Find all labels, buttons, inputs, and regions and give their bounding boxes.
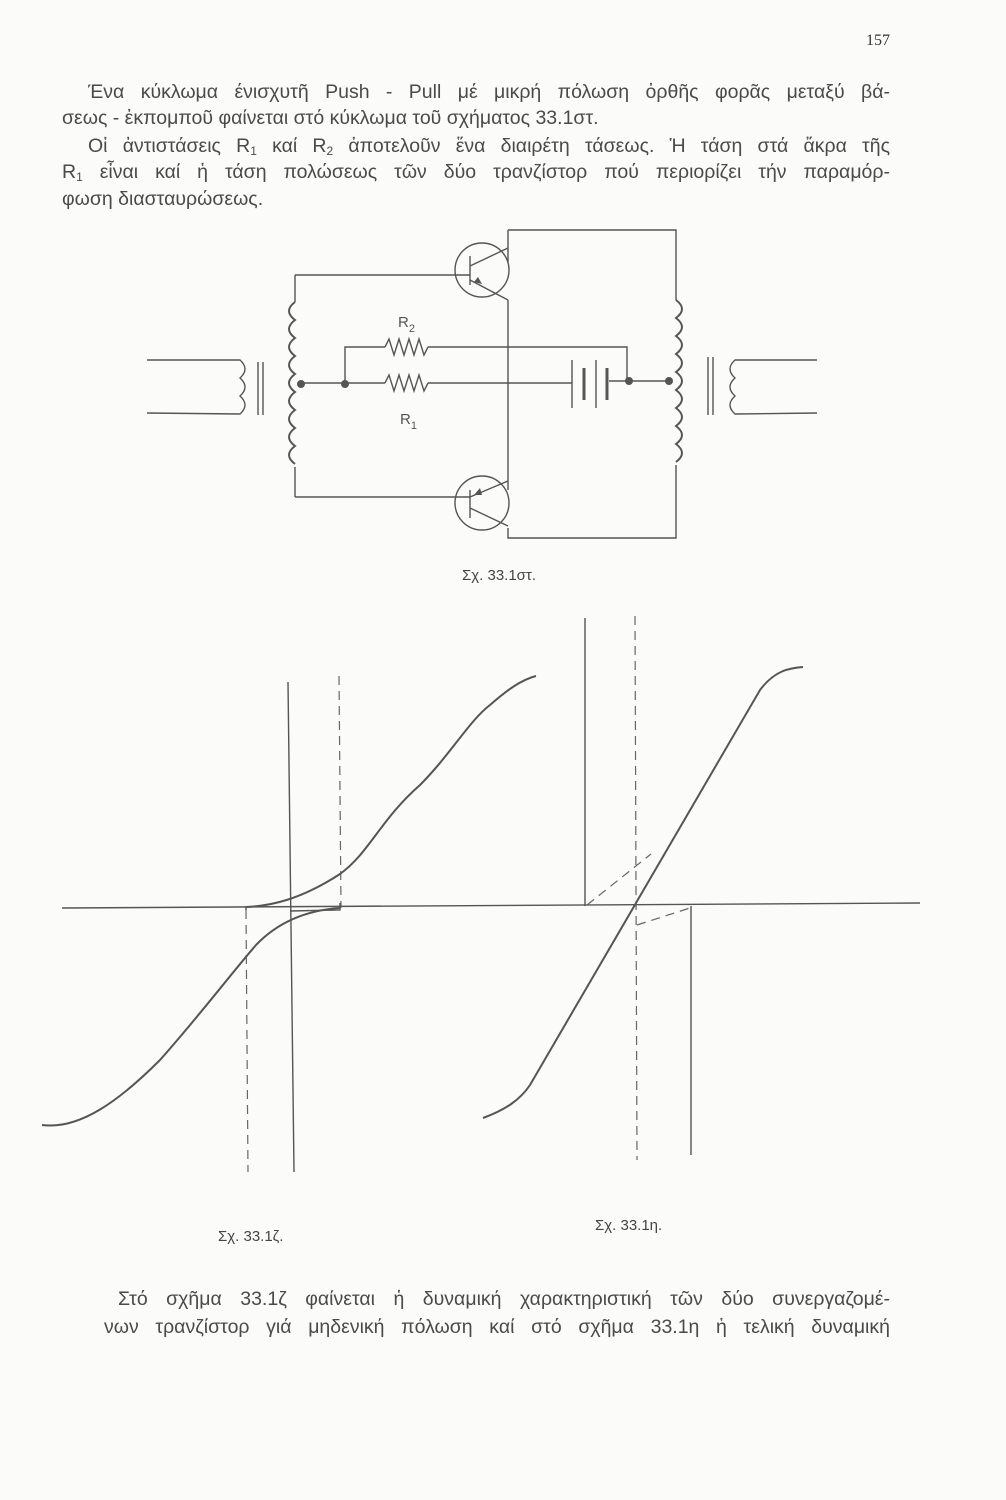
junction-dot: [625, 377, 633, 385]
horizontal-axis: [61, 902, 921, 909]
paragraph2-line2: R1 εἶναι καί ἡ τάση πολώσεως τῶν δύο τρα…: [62, 161, 890, 184]
figure-caption-zeta: Σχ. 33.1ζ.: [218, 1228, 284, 1245]
resistor-r1-icon: [384, 372, 429, 394]
paragraph3-line2: νων τρανζίστορ γιά μηδενική πόλωση καί σ…: [104, 1316, 890, 1338]
paragraph1-line1: Ένα κύκλωμα ένισχυτῆ Push - Pull μέ μικρ…: [88, 81, 890, 103]
r1-label: R1: [400, 411, 417, 432]
paragraph2-line1: Οἱ ἀντιστάσεις R1 καί R2 ἀποτελοῦν ἕνα δ…: [88, 135, 890, 158]
junction-dot: [665, 377, 673, 385]
r2-label: R2: [398, 314, 415, 335]
output-transformer-icon: [674, 299, 818, 463]
input-transformer-icon: [146, 275, 297, 497]
page-number: 157: [866, 32, 890, 49]
figure-caption-circuit: Σχ. 33.1στ.: [462, 567, 537, 584]
figure-zeta: [41, 675, 537, 1173]
junction-dot: [341, 380, 349, 388]
paragraph3-line1: Στό σχῆμα 33.1ζ φαίνεται ἡ δυναμική χαρα…: [118, 1288, 890, 1310]
push-pull-circuit: R2 R1: [146, 229, 818, 539]
battery-icon: [571, 360, 609, 408]
transistor-top-icon: [295, 242, 510, 301]
paragraph1-line2: σεως - ἐκπομποῦ φαίνεται στό κύκλωμα τοῦ…: [62, 107, 599, 129]
transistor-bottom-icon: [295, 475, 510, 531]
figure-eta: [482, 615, 804, 1161]
resistor-r2-icon: [384, 336, 429, 358]
paragraph2-line3: φωση διασταυρώσεως.: [62, 188, 264, 210]
junction-dot: [297, 380, 305, 388]
figure-caption-eta: Σχ. 33.1η.: [595, 1217, 663, 1234]
